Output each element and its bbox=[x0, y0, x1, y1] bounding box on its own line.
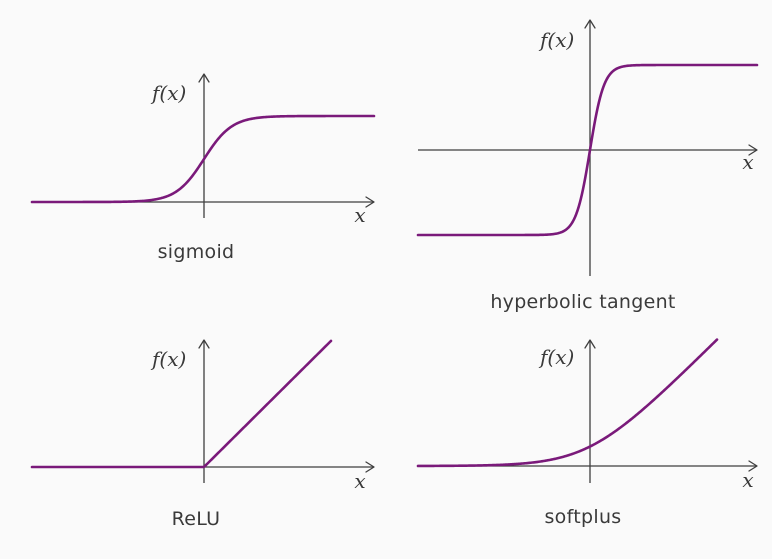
x-axis-arrow-icon bbox=[365, 196, 375, 208]
x-axis-arrow-icon bbox=[748, 144, 758, 156]
y-axis-label: f(x) bbox=[538, 345, 574, 369]
y-axis-label: f(x) bbox=[150, 347, 186, 371]
relu-curve bbox=[30, 339, 333, 469]
sigmoid-curve bbox=[30, 114, 376, 204]
y-axis-arrow-icon bbox=[584, 339, 596, 349]
y-axis-arrow-icon bbox=[584, 19, 596, 29]
panel-sigmoid: f(x) x sigmoid bbox=[30, 73, 376, 263]
x-axis-label: x bbox=[354, 203, 365, 227]
panel-softplus: f(x) x softplus bbox=[416, 338, 758, 528]
softplus-curve bbox=[416, 338, 719, 468]
x-axis-label: x bbox=[354, 469, 365, 493]
x-axis-arrow-icon bbox=[748, 460, 758, 472]
x-axis-arrow-icon bbox=[365, 461, 375, 473]
y-axis-label: f(x) bbox=[150, 81, 186, 105]
chart-caption: sigmoid bbox=[158, 241, 235, 263]
y-axis-arrow-icon bbox=[198, 339, 210, 349]
chart-caption: ReLU bbox=[172, 508, 221, 530]
x-axis-label: x bbox=[742, 468, 753, 492]
chart-caption: softplus bbox=[544, 506, 621, 528]
y-axis-arrow-icon bbox=[198, 73, 210, 83]
x-axis-label: x bbox=[742, 150, 753, 174]
y-axis-label: f(x) bbox=[538, 28, 574, 52]
tanh-curve bbox=[416, 63, 759, 237]
panel-tanh: f(x) x hyperbolic tangent bbox=[416, 19, 759, 313]
chart-caption: hyperbolic tangent bbox=[490, 291, 675, 313]
